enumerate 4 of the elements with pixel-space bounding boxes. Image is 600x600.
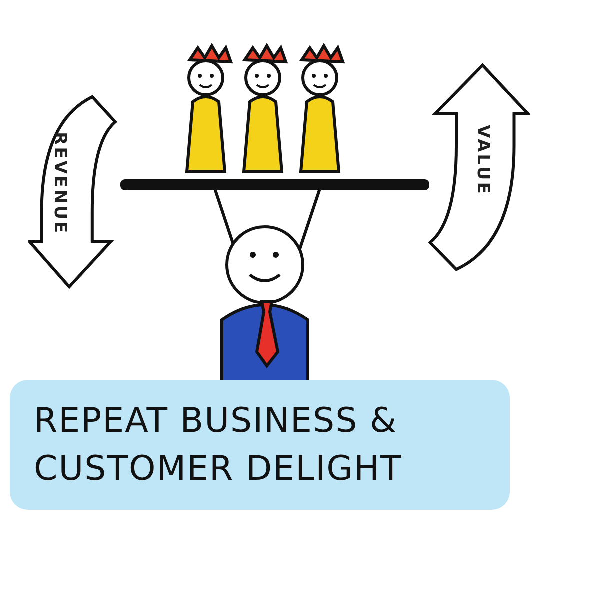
caption-text: REPEAT BUSINESS & CUSTOMER DELIGHT (34, 400, 404, 491)
arrow-label: REVENUE (50, 132, 70, 236)
arrow-label: VALUE (473, 125, 493, 196)
caption-banner (10, 380, 510, 510)
